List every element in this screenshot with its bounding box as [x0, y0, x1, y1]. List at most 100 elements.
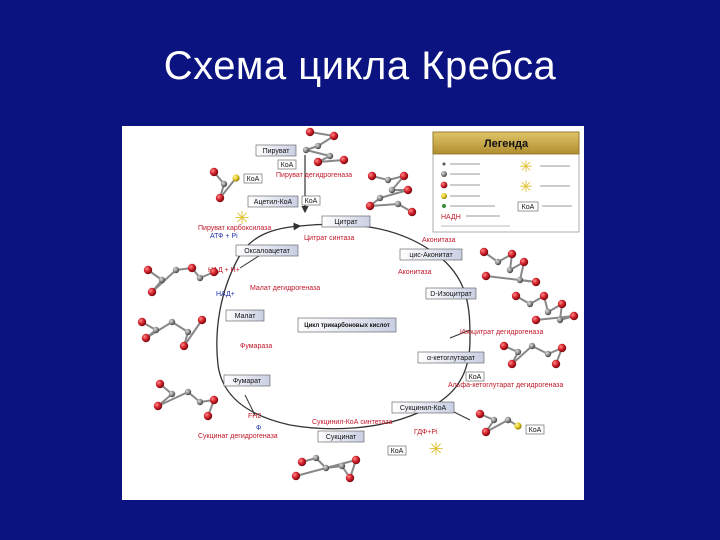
oxygen-atom [209, 267, 219, 277]
carbon-atom [302, 146, 310, 154]
oxygen-atom [481, 271, 491, 281]
carbon-atom [220, 180, 228, 188]
cofactor-atp: АТФ + Pi [210, 233, 238, 240]
carbon-atom [526, 300, 534, 308]
carbon-atom [338, 462, 346, 470]
oxygen-atom [197, 315, 207, 325]
oxygen-atom [329, 131, 339, 141]
oxygen-atom [339, 155, 349, 165]
metabolite-isocitrat: D-Изоцитрат [425, 287, 477, 300]
carbon-atom [384, 176, 392, 184]
oxygen-atom [551, 359, 561, 369]
oxygen-atom [203, 411, 213, 421]
enzyme-pyruvate-dh: Пируват дегидрогеназа [276, 172, 352, 179]
coa-box-5: КоА [525, 424, 545, 435]
svg-text:КоА: КоА [305, 198, 318, 205]
enzyme-aconitase-1: Аконитаза [422, 237, 456, 244]
metabolite-citrat: Цитрат [321, 215, 371, 228]
carbon-atom [504, 416, 512, 424]
coa-box-4: КоА [465, 371, 485, 382]
oxygen-atom [187, 263, 197, 273]
legend-hydrogen-dot [442, 162, 446, 166]
metabolite-cis-aconitat: цис-Аконитат [399, 248, 463, 261]
legend-star-icon-1: ✳ [519, 157, 532, 176]
side-arrow-3 [449, 329, 471, 339]
oxygen-atom [291, 471, 301, 481]
oxygen-atom [137, 317, 147, 327]
enzyme-pyruvate-carboxylase: Пируват карбоксилаза [198, 224, 271, 232]
oxygen-atom [539, 291, 549, 301]
carbon-atom [314, 142, 322, 150]
legend-coa-label: КоА [522, 204, 535, 211]
svg-text:цис-Аконитат: цис-Аконитат [409, 252, 453, 259]
carbon-atom [494, 258, 502, 266]
oxygen-atom [155, 379, 165, 389]
cofactor-nad: НАД+ [216, 291, 235, 298]
oxygen-atom [499, 341, 509, 351]
oxygen-atom [345, 473, 355, 483]
svg-text:КоА: КоА [469, 374, 482, 381]
carbon-atom [556, 316, 564, 324]
cofactor-fad: Ф [256, 425, 261, 432]
ketoglutarate-molecule [499, 341, 567, 369]
cofactor-gdp: ГДФ+Pi [414, 429, 438, 436]
enzyme-isocitrat-dh: Изоцитрат дегидрогеназа [460, 329, 543, 336]
metabolite-piruvat: Пируват [255, 144, 297, 157]
oxygen-atom [215, 193, 225, 203]
carbon-atom [376, 194, 384, 202]
carbon-atom [514, 348, 522, 356]
enzyme-ketoglutarat-dh: Альфа-кетоглутарат дегидрогеназа [448, 382, 563, 389]
oxygen-atom [507, 359, 517, 369]
oxygen-atom [365, 201, 375, 211]
sulfur-atom [232, 174, 240, 182]
oxygen-atom [569, 311, 579, 321]
metabolite-ketoglutarat: α-кетоглутарат [417, 351, 485, 364]
oxygen-atom [143, 265, 153, 275]
oxygen-atom [367, 171, 377, 181]
svg-text:Фумарат: Фумарат [233, 378, 262, 385]
cis-aconitate-molecule [479, 247, 541, 287]
oxygen-atom [511, 291, 521, 301]
carbon-atom [506, 266, 514, 274]
carbon-atom [196, 398, 204, 406]
oxygen-atom [507, 249, 517, 259]
oxygen-atom [519, 257, 529, 267]
metabolite-oxaloacetat: Оксалоацетат [235, 244, 299, 257]
svg-text:Сукцинат: Сукцинат [326, 434, 357, 441]
svg-text:Ацетил-КоА: Ацетил-КоА [254, 199, 293, 206]
fumarate-molecule [153, 379, 219, 421]
citrate-molecule [365, 171, 417, 217]
succinate-molecule [291, 454, 361, 483]
svg-text:Цитрат: Цитрат [334, 219, 358, 226]
oxygen-atom [209, 167, 219, 177]
cofactor-fadh2: FH2 [248, 413, 261, 420]
molecule-models [137, 127, 579, 483]
svg-text:Цикл трикарбоновых кислот: Цикл трикарбоновых кислот [304, 322, 390, 329]
legend-sulfur-dot [441, 193, 447, 199]
side-arrow-5 [244, 394, 256, 416]
oxygen-atom [147, 287, 157, 297]
metabolite-acetyl-coa: Ацетил-КоА [247, 195, 299, 208]
succinyl-coa-molecule [475, 409, 522, 437]
carbon-atom [196, 274, 204, 282]
malate-molecule [137, 315, 207, 351]
svg-text:КоА: КоА [247, 176, 260, 183]
oxygen-atom [479, 247, 489, 257]
carbon-atom [490, 416, 498, 424]
carbon-atom [184, 388, 192, 396]
oxygen-atom [297, 457, 307, 467]
carbon-atom [544, 350, 552, 358]
svg-text:Малат: Малат [235, 313, 257, 320]
oxygen-atom [153, 401, 163, 411]
slide-title: Схема цикла Кребса [163, 44, 557, 88]
coa-box-3: КоА [301, 195, 321, 206]
sulfur-atom [514, 422, 522, 430]
atp-star-icon: ✳ [234, 208, 249, 229]
legend-star-icon-2: ✳ [519, 177, 532, 196]
legend-phosphate-dot [442, 204, 446, 208]
oxygen-atom [141, 333, 151, 343]
enzyme-citrat-synthase: Цитрат синтаза [304, 235, 355, 242]
carbon-atom [172, 266, 180, 274]
